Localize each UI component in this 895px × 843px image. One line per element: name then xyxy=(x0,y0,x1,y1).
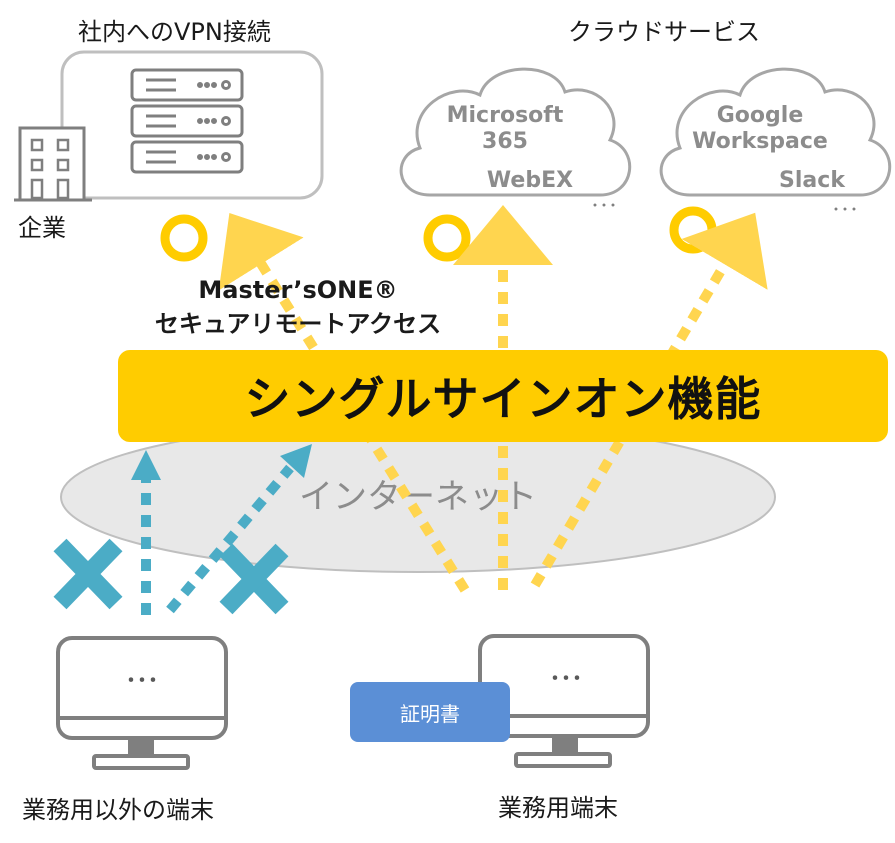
arrowhead-blocked-1 xyxy=(131,450,161,480)
certificate-label: 証明書 xyxy=(400,701,460,726)
cloud2-line1: Google xyxy=(717,103,804,128)
cloud2-more: ･･･ xyxy=(832,200,859,221)
terminal-other-label: 業務用以外の端末 xyxy=(22,796,214,824)
corporate-label: 企業 xyxy=(18,214,66,242)
product-name: Master’sONE® xyxy=(198,276,398,304)
arrow-blocked-2 xyxy=(166,464,294,614)
monitor-icon xyxy=(478,634,650,768)
block-cross-icon xyxy=(219,543,289,615)
ok-circle-icon xyxy=(160,214,208,262)
cloud-icon xyxy=(659,67,892,197)
building-icon xyxy=(14,126,92,202)
cloud2-line3: Slack xyxy=(779,168,846,193)
terminal-business-label: 業務用端末 xyxy=(498,794,618,822)
cloud1-line2: 365 xyxy=(482,129,528,154)
cloud-icon xyxy=(399,67,632,197)
ok-circle-icon xyxy=(669,206,717,254)
ok-circle-icon xyxy=(423,214,471,262)
vpn-title: 社内へのVPN接続 xyxy=(78,18,271,46)
server-icon xyxy=(130,68,244,174)
monitor-icon xyxy=(56,636,228,770)
cloud1-line1: Microsoft xyxy=(447,103,564,128)
sso-label: シングルサインオン機能 xyxy=(244,372,762,426)
arrow-to-vpn xyxy=(218,213,470,593)
cloud-title: クラウドサービス xyxy=(568,18,760,46)
certificate-badge: 証明書 xyxy=(350,682,510,742)
arrowhead-blocked-2 xyxy=(280,444,312,478)
cloud1-more: ･･･ xyxy=(591,196,618,217)
block-cross-icon xyxy=(53,538,123,610)
cloud2-line2: Workspace xyxy=(692,129,828,154)
product-subtitle: セキュアリモートアクセス xyxy=(154,310,442,338)
monitor-dots: ･･･ xyxy=(125,669,158,694)
sso-banner: シングルサインオン機能 xyxy=(118,350,888,442)
monitor-dots: ･･･ xyxy=(549,667,582,692)
cloud1-line3: WebEX xyxy=(487,168,573,193)
